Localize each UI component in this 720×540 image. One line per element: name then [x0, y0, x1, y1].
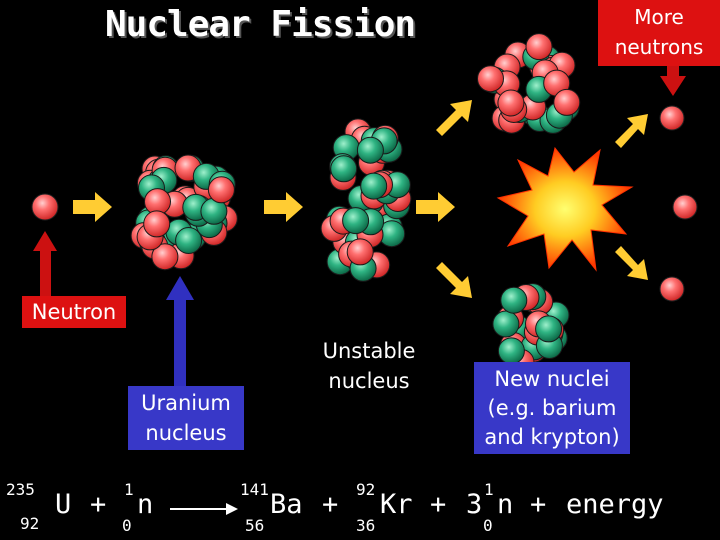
- uranium-pointer-arrow: [166, 276, 194, 386]
- neutron-out-mass-number: 1: [484, 480, 494, 499]
- barium-mass-number: 141: [240, 480, 269, 499]
- nucleon-ball: [497, 337, 525, 365]
- nucleon-ball: [346, 238, 374, 266]
- nucleon-ball: [535, 315, 563, 343]
- neutron-in-mass-number: 1: [124, 480, 134, 499]
- neutron-pointer-arrow: [33, 231, 57, 296]
- neutron-out-symbol: n: [497, 489, 514, 520]
- nucleon-ball: [525, 33, 553, 61]
- label-line: neutrons: [614, 35, 704, 59]
- released-neutron: [659, 276, 685, 302]
- nucleon-ball: [143, 210, 171, 238]
- label-line: Uranium: [141, 391, 231, 415]
- nucleon-ball: [477, 65, 504, 93]
- nucleon-ball: [330, 155, 358, 183]
- neutron-coefficient: 3: [466, 489, 483, 520]
- label-line: (e.g. barium: [487, 396, 617, 420]
- diagram-title: Nuclear Fission: [105, 4, 416, 45]
- nucleon-ball: [497, 89, 525, 117]
- neutron-label: Neutron: [22, 296, 126, 328]
- incoming-neutron: [31, 193, 59, 221]
- released-neutron: [672, 194, 698, 220]
- more-neutrons-label: More neutrons: [598, 0, 720, 66]
- label-line: Unstable: [322, 339, 416, 363]
- krypton-atomic-number: 36: [356, 516, 376, 535]
- krypton-mass-number: 92: [356, 480, 376, 499]
- fission-equation: 235 92 U + 1 0 n 141 56 Ba + 92 36 Kr + …: [0, 472, 720, 540]
- plus-sign: +: [322, 489, 339, 520]
- uranium-mass-number: 235: [6, 480, 35, 499]
- nucleon-ball: [207, 176, 235, 204]
- uranium-symbol: U: [55, 489, 72, 520]
- barium-nucleus: [477, 33, 581, 134]
- plus-sign: +: [430, 489, 447, 520]
- nucleon-ball: [342, 207, 370, 235]
- uranium-atomic-number: 92: [20, 514, 40, 533]
- released-neutron: [659, 105, 685, 131]
- nucleon-ball: [553, 88, 581, 116]
- label-line: nucleus: [328, 369, 410, 393]
- unstable-nucleus: [320, 118, 412, 282]
- label-line: New nuclei: [494, 367, 610, 391]
- nucleon-ball: [360, 172, 388, 200]
- neutron-out-atomic-number: 0: [483, 516, 493, 535]
- new-nuclei-label: New nuclei (e.g. barium and krypton): [474, 362, 630, 454]
- barium-atomic-number: 56: [245, 516, 265, 535]
- label-line: and krypton): [484, 425, 620, 449]
- nucleon-ball: [151, 243, 179, 271]
- neutron-in-symbol: n: [137, 489, 154, 520]
- uranium-nucleus: [130, 154, 238, 271]
- uranium-nucleus-label: Uranium nucleus: [128, 386, 244, 450]
- krypton-symbol: Kr: [380, 489, 413, 520]
- plus-sign: +: [530, 489, 547, 520]
- nucleon-ball: [175, 227, 203, 254]
- nucleon-ball: [356, 136, 384, 164]
- barium-symbol: Ba: [270, 489, 303, 520]
- nucleon-ball: [500, 286, 528, 314]
- reaction-arrow: [170, 503, 238, 515]
- label-line: More: [634, 5, 684, 29]
- released-neutrons: [659, 105, 698, 302]
- unstable-nucleus-label: Unstable nucleus: [310, 336, 428, 398]
- flow-arrows: [73, 100, 648, 298]
- label-line: nucleus: [145, 421, 227, 445]
- neutron-in-atomic-number: 0: [122, 516, 132, 535]
- plus-sign: +: [90, 489, 107, 520]
- more-neutrons-pointer-arrow: [660, 66, 686, 96]
- energy-term: energy: [566, 489, 664, 520]
- nucleon-ball: [492, 310, 520, 338]
- energy-burst: [496, 146, 634, 272]
